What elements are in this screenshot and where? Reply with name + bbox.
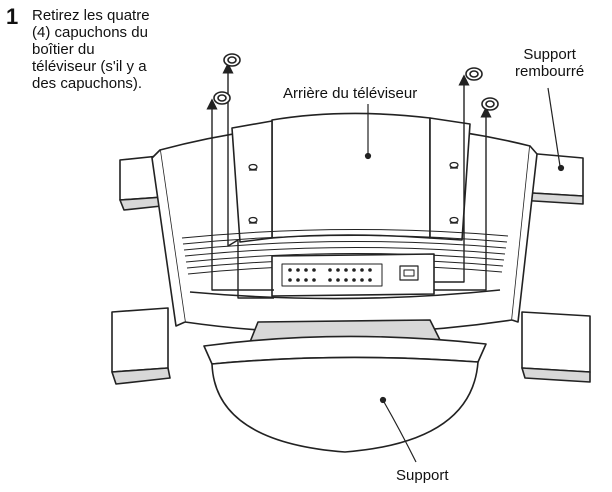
- stand-base: [203, 335, 487, 453]
- padded-support-block: [111, 307, 171, 385]
- connector-panel: [271, 253, 435, 297]
- padded-support-leader-line: [547, 87, 561, 167]
- padded-support-callout-dot: [557, 164, 565, 172]
- tv-rear-housing: [151, 112, 538, 334]
- step-instruction-line: (4) capuchons du: [32, 24, 148, 41]
- removed-cap: [481, 97, 499, 111]
- cap-hole-marker: [449, 161, 459, 169]
- stand-leader-line: [383, 401, 417, 463]
- removed-cap: [465, 67, 483, 81]
- tv-back-callout-dot: [364, 152, 372, 160]
- cap-hole-marker: [248, 216, 258, 224]
- step-instruction-line: boîtier du: [32, 41, 95, 58]
- removed-cap: [213, 91, 231, 105]
- padded-support-label-line: Support: [523, 46, 576, 63]
- cap-removal-arrow: [434, 106, 492, 291]
- padded-support-block: [521, 311, 591, 383]
- cap-removal-arrow: [206, 98, 274, 291]
- step-instruction-line: Retirez les quatre: [32, 7, 150, 24]
- stand-label: Support: [396, 467, 449, 484]
- cap-hole-marker: [248, 163, 258, 171]
- step-instruction-line: des capuchons).: [32, 75, 143, 92]
- step-instruction-line: téléviseur (s'il y a: [32, 58, 147, 75]
- cap-hole-marker: [449, 216, 459, 224]
- padded-support-label: Support rembourré: [515, 46, 584, 80]
- padded-support-label-line: rembourré: [515, 63, 585, 80]
- cap-removal-arrow: [222, 62, 274, 299]
- stand-callout-dot: [379, 396, 387, 404]
- tv-back-label: Arrière du téléviseur: [283, 85, 418, 102]
- step-instruction: Retirez les quatre (4) capuchons du boît…: [32, 7, 150, 92]
- cap-removal-arrow: [434, 74, 470, 283]
- removed-cap: [223, 53, 241, 67]
- step-number: 1: [6, 4, 19, 29]
